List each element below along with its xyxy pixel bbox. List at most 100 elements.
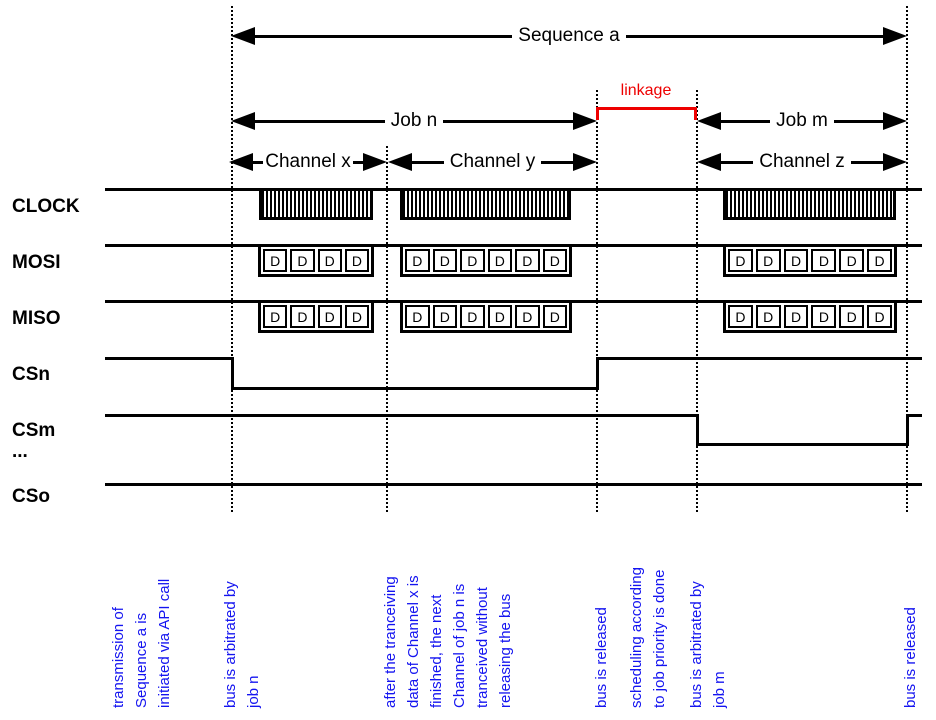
arrow-head-right-icon xyxy=(573,112,598,130)
data-bit-box: D xyxy=(783,249,809,272)
data-bit-box: D xyxy=(405,305,430,328)
job-m-arrow: Job m xyxy=(697,111,907,131)
data-bit-box: D xyxy=(542,249,567,272)
arrow-line xyxy=(850,160,883,164)
data-bit-box: D xyxy=(839,305,865,328)
arrow-line xyxy=(721,160,754,164)
data-bit-box: D xyxy=(344,305,369,328)
clock-burst-channel-z xyxy=(723,188,896,220)
linkage-bracket xyxy=(596,107,697,120)
channel-z-arrow: Channel z xyxy=(697,152,907,172)
arrow-head-left-icon xyxy=(697,153,721,171)
signal-label-mosi: MOSI xyxy=(12,252,61,273)
arrow-head-right-icon xyxy=(883,112,907,130)
csn-falling-edge xyxy=(231,357,234,390)
channel-y-arrow: Channel y xyxy=(388,152,597,172)
data-bit-box: D xyxy=(783,305,809,328)
data-bit-box: D xyxy=(432,249,457,272)
data-bit-box: D xyxy=(542,305,567,328)
cso-high-segment xyxy=(105,483,922,486)
arrow-line xyxy=(443,119,574,123)
data-bit-box: D xyxy=(728,249,753,272)
data-bit-box: D xyxy=(460,305,485,328)
signal-label-miso: MISO xyxy=(12,308,61,329)
data-bit-box: D xyxy=(432,305,457,328)
dotted-divider-channel-x-end xyxy=(386,146,388,512)
data-bit-box: D xyxy=(755,305,781,328)
arrow-head-right-icon xyxy=(573,153,597,171)
data-bit-box: D xyxy=(755,249,781,272)
channel-x-arrow: Channel x xyxy=(229,152,387,172)
csn-high-segment xyxy=(596,357,922,360)
data-bit-box: D xyxy=(263,249,288,272)
data-bit-box: D xyxy=(867,249,892,272)
csm-high-segment xyxy=(906,414,922,417)
arrow-head-left-icon xyxy=(231,112,255,130)
sequence-label: Sequence a xyxy=(512,26,626,46)
arrow-line xyxy=(352,160,363,164)
data-bit-box: D xyxy=(839,249,865,272)
arrow-line xyxy=(541,160,573,164)
signal-label-ellipsis: ... xyxy=(12,441,28,462)
arrow-head-left-icon xyxy=(697,112,721,130)
sequence-arrow: Sequence a xyxy=(231,26,908,46)
arrow-line xyxy=(255,119,385,123)
arrow-head-right-icon xyxy=(883,27,908,45)
signal-label-cso: CSo xyxy=(12,486,50,507)
arrow-head-left-icon xyxy=(388,153,412,171)
signal-label-clock: CLOCK xyxy=(12,196,80,217)
channel-y-label: Channel y xyxy=(443,152,542,172)
mosi-data-group-channel-z: D D D D D D xyxy=(723,244,897,277)
data-bit-box: D xyxy=(344,249,369,272)
data-bit-box: D xyxy=(405,249,430,272)
miso-data-group-channel-x: D D D D xyxy=(258,300,374,333)
data-bit-box: D xyxy=(515,305,540,328)
dotted-divider-sequence-end xyxy=(906,6,908,512)
job-n-label: Job n xyxy=(384,111,444,131)
channel-x-label: Channel x xyxy=(263,151,353,172)
arrow-line xyxy=(412,160,444,164)
csm-high-segment xyxy=(105,414,699,417)
clock-burst-channel-y xyxy=(400,188,571,220)
data-bit-box: D xyxy=(263,305,288,328)
arrow-head-right-icon xyxy=(883,153,907,171)
data-bit-box: D xyxy=(515,249,540,272)
data-bit-box: D xyxy=(460,249,485,272)
data-bit-box: D xyxy=(811,305,837,328)
job-n-arrow: Job n xyxy=(231,111,598,131)
miso-data-group-channel-y: D D D D D D xyxy=(400,300,572,333)
arrow-head-left-icon xyxy=(229,153,253,171)
data-bit-box: D xyxy=(867,305,892,328)
data-bit-box: D xyxy=(487,249,512,272)
data-bit-box: D xyxy=(728,305,753,328)
mosi-data-group-channel-x: D D D D xyxy=(258,244,374,277)
arrow-line xyxy=(721,119,771,123)
data-bit-box: D xyxy=(317,249,342,272)
arrow-head-left-icon xyxy=(231,27,255,45)
csm-low-segment xyxy=(696,443,909,446)
arrow-line xyxy=(833,119,883,123)
arrow-line xyxy=(255,34,513,38)
linkage-label: linkage xyxy=(620,82,672,99)
csn-low-segment xyxy=(231,387,599,390)
data-bit-box: D xyxy=(290,249,315,272)
mosi-data-group-channel-y: D D D D D D xyxy=(400,244,572,277)
signal-label-csn: CSn xyxy=(12,364,50,385)
job-m-label: Job m xyxy=(770,111,834,131)
arrow-line xyxy=(253,160,264,164)
data-bit-box: D xyxy=(317,305,342,328)
csm-rising-edge xyxy=(906,414,909,446)
signal-label-csm: CSm xyxy=(12,420,56,441)
csm-falling-edge xyxy=(696,414,699,446)
data-bit-box: D xyxy=(487,305,512,328)
arrow-line xyxy=(625,34,884,38)
csn-rising-edge xyxy=(596,357,599,390)
channel-z-label: Channel z xyxy=(753,152,851,172)
dotted-divider-sequence-start xyxy=(231,6,233,512)
data-bit-box: D xyxy=(290,305,315,328)
miso-data-group-channel-z: D D D D D D xyxy=(723,300,897,333)
arrow-head-right-icon xyxy=(363,153,387,171)
csn-high-segment xyxy=(105,357,234,360)
clock-burst-channel-x xyxy=(259,188,373,220)
